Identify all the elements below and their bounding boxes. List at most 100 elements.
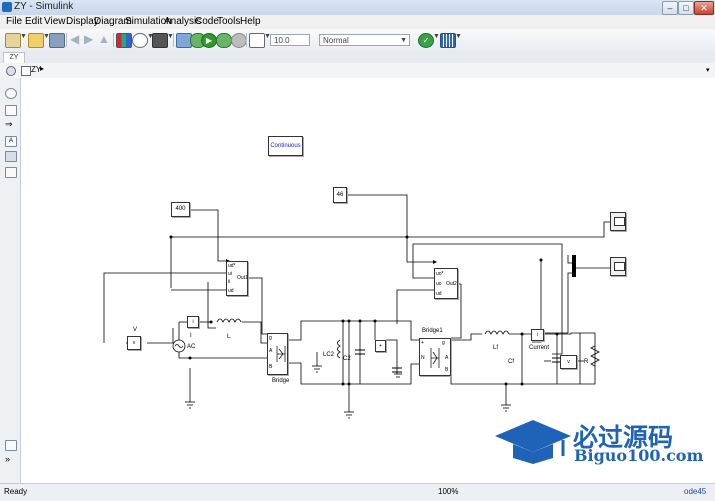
menu-analysis[interactable]: Analysis bbox=[164, 16, 202, 27]
voltage-sensor-block[interactable]: + bbox=[375, 340, 386, 352]
port-label: ud bbox=[436, 291, 442, 297]
output-current-sensor[interactable]: i bbox=[531, 329, 544, 341]
current-measurement-block[interactable]: i bbox=[187, 316, 199, 328]
step-forward-icon[interactable] bbox=[216, 33, 232, 48]
model-canvas[interactable]: Continuous 400 46 ud* ui ii ud Out1 uo* … bbox=[21, 78, 715, 483]
scope-2-block[interactable] bbox=[610, 257, 626, 276]
status-zoom: 100% bbox=[438, 487, 459, 496]
voltage-measurement-block[interactable]: v bbox=[127, 336, 141, 350]
scope-1-block[interactable] bbox=[610, 212, 626, 231]
zoom-icon[interactable] bbox=[5, 88, 17, 99]
port-label: B bbox=[445, 367, 449, 373]
menu-tools[interactable]: Tools bbox=[217, 16, 241, 27]
scope-dropdown-icon[interactable]: ▼ bbox=[264, 33, 271, 40]
menu-simulation[interactable]: Simulation bbox=[125, 16, 172, 27]
menu-diagram[interactable]: Diagram bbox=[94, 16, 132, 27]
area-icon[interactable] bbox=[5, 167, 17, 178]
save-icon[interactable] bbox=[49, 33, 65, 48]
menu-code[interactable]: Code bbox=[195, 16, 219, 27]
watermark-url: Biguo100.com bbox=[574, 446, 704, 465]
model-breadcrumb[interactable]: ZY bbox=[31, 65, 42, 74]
output-port-label: Out2 bbox=[446, 281, 457, 287]
arrow-right-icon[interactable]: ⇒ bbox=[5, 119, 13, 129]
lf-label: Lf bbox=[493, 345, 499, 351]
load-r-label: R bbox=[584, 359, 589, 365]
title-bar: ZY - Simulink – □ ✕ bbox=[0, 0, 715, 16]
collapse-icon[interactable]: » bbox=[5, 454, 11, 464]
fit-to-view-icon[interactable] bbox=[5, 105, 17, 116]
bridge-block[interactable]: g A B bbox=[267, 333, 288, 375]
run-icon[interactable]: ▶ bbox=[201, 33, 217, 48]
scope-icon[interactable] bbox=[249, 33, 265, 48]
open-folder-icon[interactable] bbox=[28, 33, 44, 48]
close-button[interactable]: ✕ bbox=[694, 1, 714, 15]
model-browser-icon[interactable] bbox=[5, 440, 17, 451]
bridge1-block[interactable]: g + N A B bbox=[419, 338, 451, 376]
status-ready: Ready bbox=[4, 487, 28, 496]
controller-subsystem-1[interactable]: ud* ui ii ud Out1 bbox=[226, 261, 248, 296]
simulation-mode-value: Normal bbox=[323, 36, 349, 45]
update-diagram-icon[interactable]: ✓ bbox=[418, 33, 434, 48]
controller-subsystem-2[interactable]: uo* uo ud Out2 bbox=[434, 268, 458, 299]
address-bar: ZY ▸ ▾ bbox=[0, 63, 715, 79]
port-label: g bbox=[269, 335, 272, 341]
igbt-bridge-icon bbox=[276, 346, 286, 362]
constant-46-block[interactable]: 46 bbox=[333, 187, 347, 203]
open-dropdown-icon[interactable]: ▼ bbox=[43, 33, 50, 40]
stop-icon[interactable] bbox=[231, 33, 247, 48]
minimize-button[interactable]: – bbox=[662, 1, 678, 15]
menu-file[interactable]: File bbox=[6, 16, 23, 27]
hide-explorer-icon[interactable] bbox=[6, 66, 16, 76]
config-dropdown-icon[interactable]: ▼ bbox=[147, 33, 154, 40]
output-voltage-sensor[interactable]: v bbox=[560, 355, 577, 369]
library-browser-icon[interactable] bbox=[116, 33, 132, 48]
bridge1-label: Bridge1 bbox=[422, 328, 443, 334]
graduation-cap-logo bbox=[495, 420, 571, 464]
igbt-bridge1-icon bbox=[430, 348, 440, 368]
menu-display[interactable]: Display bbox=[66, 16, 99, 27]
toolbar: ▼ ▼ ◀ ▶ ▲ ▼ ▼ ▶ ▼ 10.0 Normal ▼ ✓ ▼ ▼ bbox=[0, 29, 715, 52]
model-config-icon[interactable] bbox=[132, 33, 148, 48]
menu-view[interactable]: View bbox=[44, 16, 66, 27]
output-port-label: Out1 bbox=[237, 275, 248, 281]
build-dropdown-icon[interactable]: ▼ bbox=[455, 33, 462, 40]
inductor-l-label: L bbox=[227, 334, 231, 340]
port-label: A bbox=[445, 355, 449, 361]
model-explorer-icon[interactable] bbox=[152, 33, 168, 48]
menu-edit[interactable]: Edit bbox=[25, 16, 43, 27]
new-dropdown-icon[interactable]: ▼ bbox=[20, 33, 27, 40]
annotation-icon[interactable]: A bbox=[5, 136, 17, 147]
port-label: ii bbox=[228, 279, 231, 285]
build-icon[interactable] bbox=[440, 33, 456, 48]
voltage-label: V bbox=[133, 327, 138, 333]
new-model-icon[interactable] bbox=[5, 33, 21, 48]
forward-icon[interactable]: ▶ bbox=[84, 32, 94, 46]
mux-bar bbox=[572, 255, 576, 277]
powergui-block[interactable]: Continuous bbox=[268, 136, 303, 156]
port-label: ud* bbox=[228, 263, 236, 269]
lc2-label: LC2 bbox=[323, 352, 335, 358]
maximize-button[interactable]: □ bbox=[678, 1, 694, 15]
stop-time-input[interactable]: 10.0 bbox=[270, 34, 310, 46]
ac-source-label: AC bbox=[187, 344, 196, 350]
update-dropdown-icon[interactable]: ▼ bbox=[433, 33, 440, 40]
toolbar-separator bbox=[66, 33, 67, 47]
up-icon[interactable]: ▲ bbox=[98, 32, 110, 46]
back-icon[interactable]: ◀ bbox=[70, 32, 80, 46]
explorer-dropdown-icon[interactable]: ▼ bbox=[167, 33, 174, 40]
tab-zy[interactable]: ZY bbox=[3, 52, 25, 63]
scope-screen-icon bbox=[614, 217, 625, 226]
image-icon[interactable] bbox=[5, 151, 17, 162]
status-solver[interactable]: ode45 bbox=[684, 487, 707, 496]
port-label: ui bbox=[228, 271, 232, 277]
constant-400-block[interactable]: 400 bbox=[171, 202, 190, 217]
chevron-down-icon: ▼ bbox=[400, 37, 407, 44]
menu-help[interactable]: Help bbox=[240, 16, 261, 27]
current-measurement-label: I bbox=[190, 333, 192, 339]
expand-icon[interactable]: ▾ bbox=[706, 67, 710, 74]
simulation-mode-select[interactable]: Normal ▼ bbox=[319, 34, 410, 46]
chevron-right-icon[interactable]: ▸ bbox=[40, 64, 45, 73]
port-label: g bbox=[442, 340, 445, 346]
cf-label: Cf bbox=[508, 359, 514, 365]
c2-label: C2 bbox=[343, 356, 351, 362]
